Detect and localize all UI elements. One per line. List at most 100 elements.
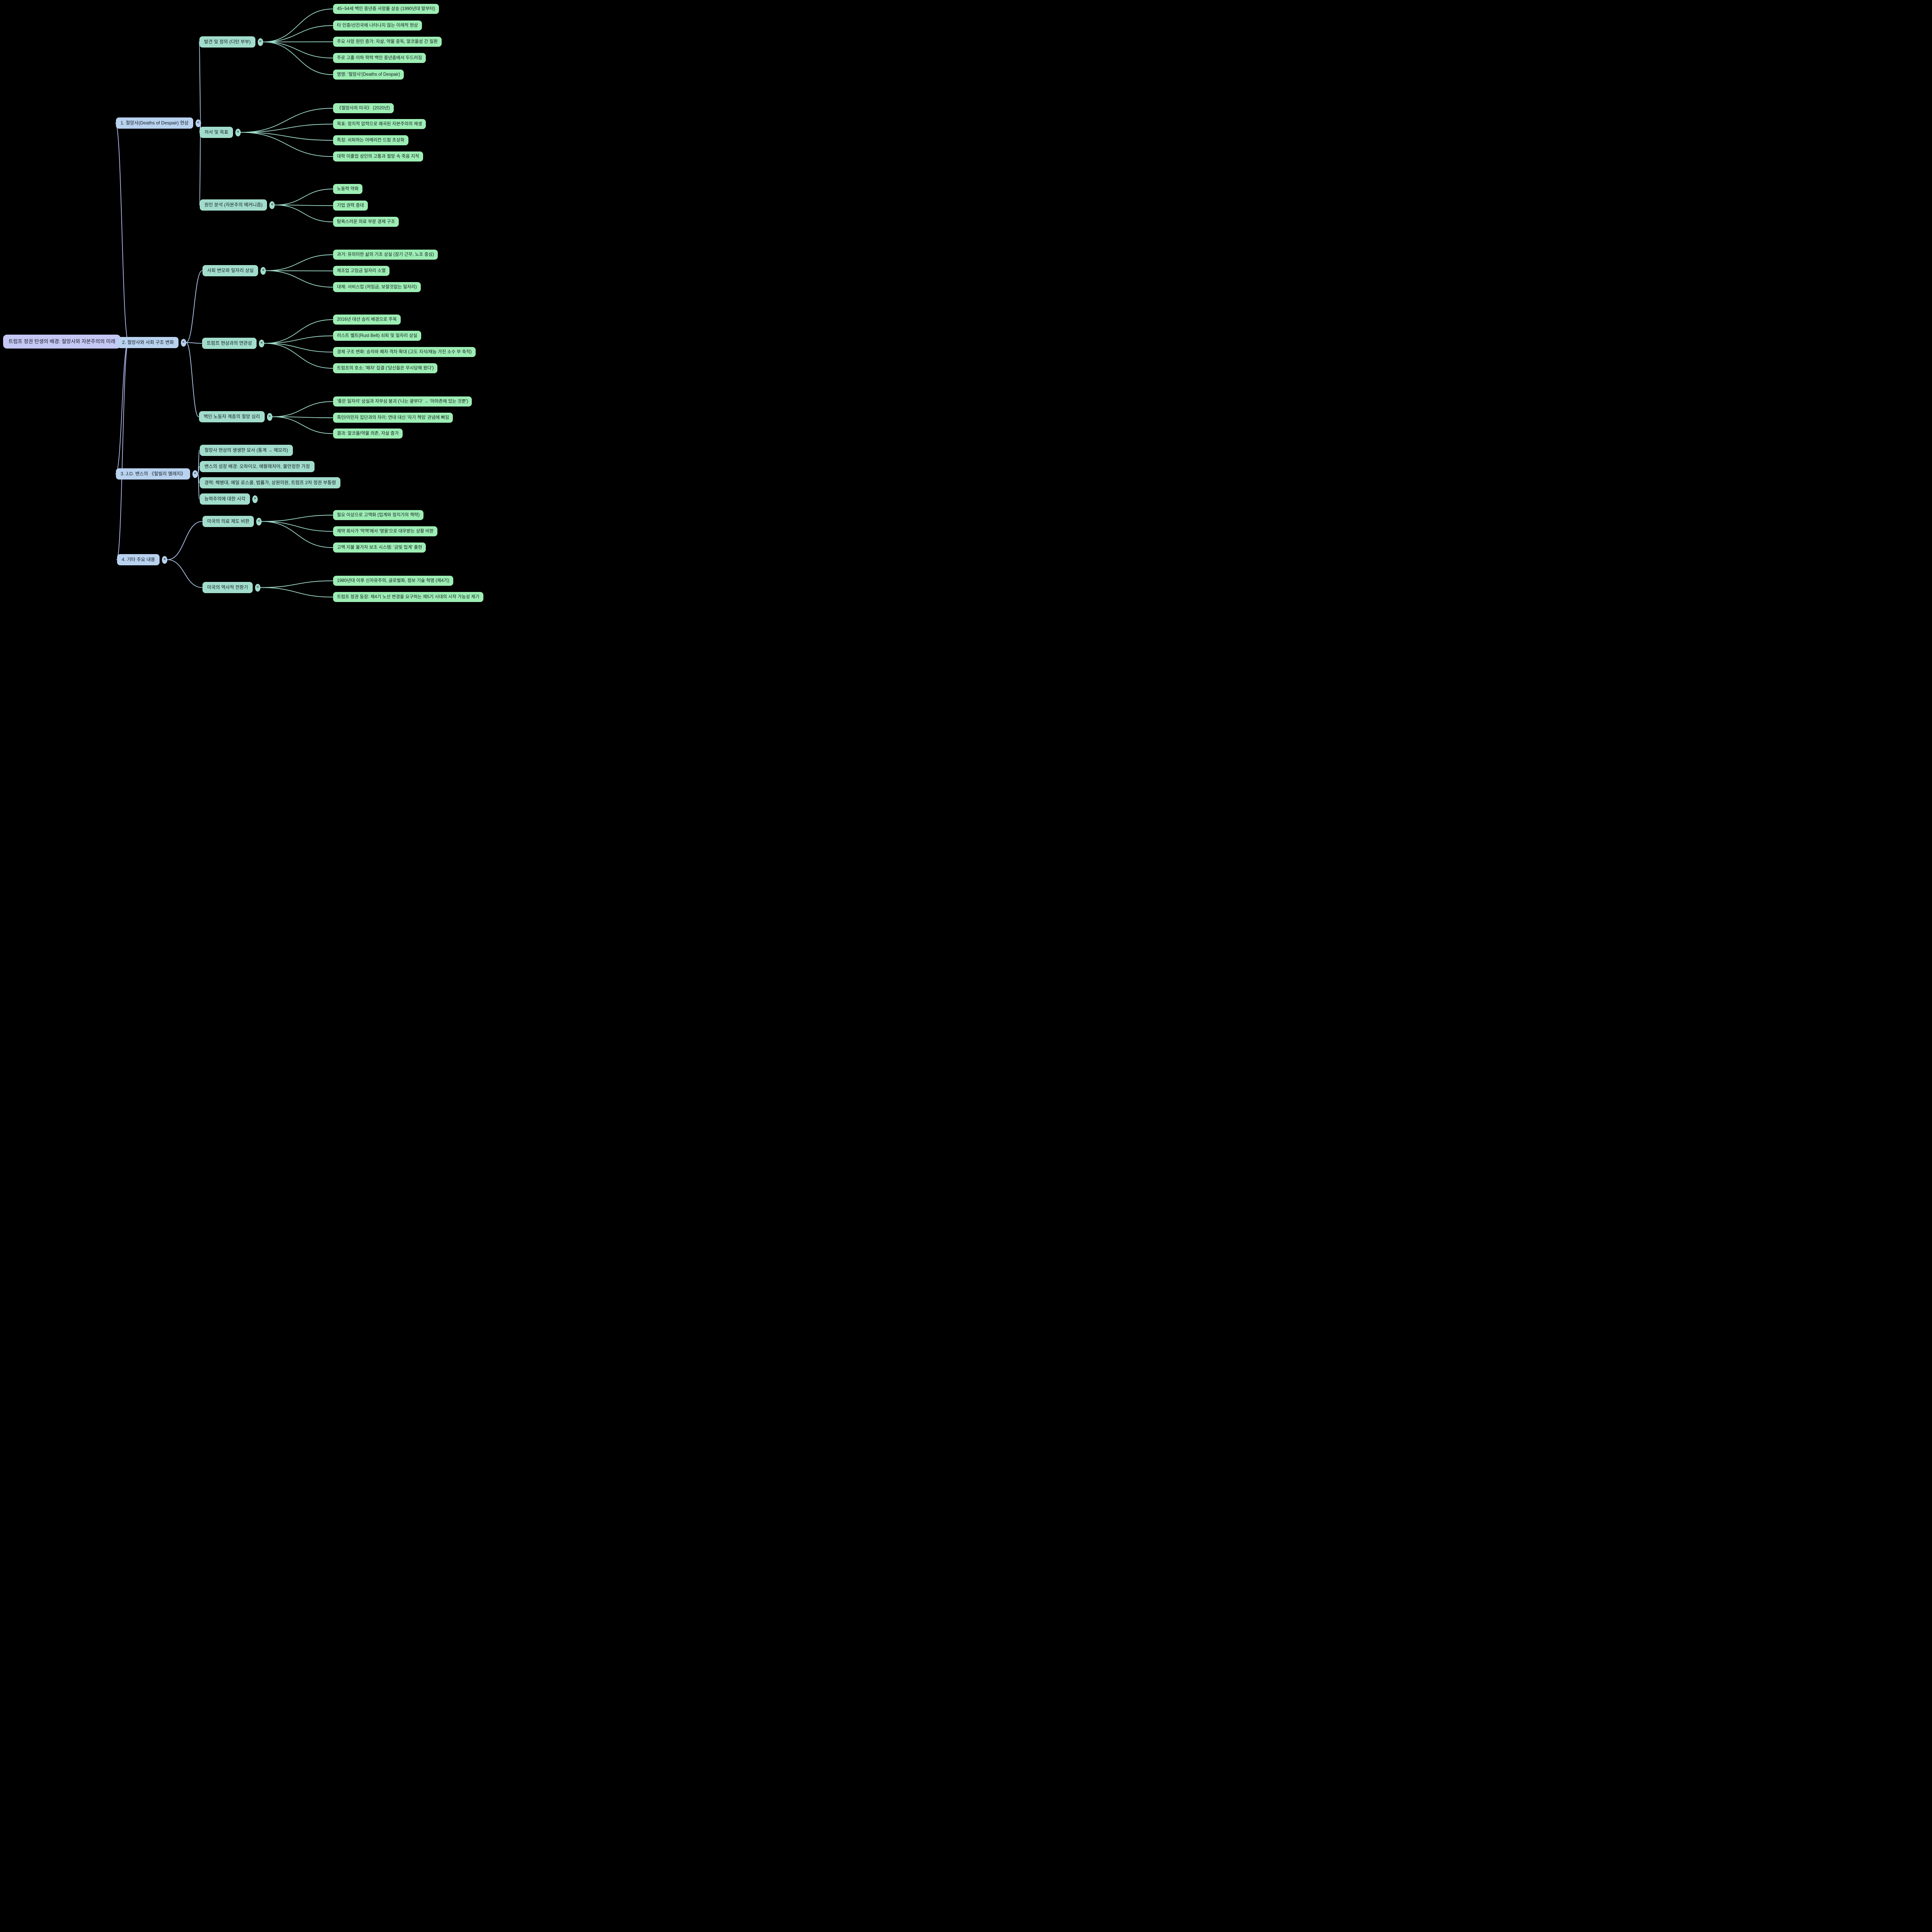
section-node[interactable]: 발견 및 정의 (디턴 부부) <	[199, 36, 263, 48]
branch-node[interactable]: 3. J.D. 밴스의 《힐빌리 엘레지》 <	[116, 468, 198, 480]
leaf-node[interactable]: 제약 회사가 '악역'에서 '영웅'으로 대우받는 상황 비판	[333, 526, 438, 537]
leaf-label: 경제 구조 변화: 승자와 패자 격차 확대 (고도 지식/재능 가진 소수 부…	[337, 350, 472, 354]
collapse-toggle[interactable]: <	[255, 583, 261, 592]
root-label: 트럼프 정권 탄생의 배경: 절망사와 자본주의의 미래	[9, 338, 116, 344]
leaf-node[interactable]: 흑인/이민자 집단과의 차이: 연대 대신 '자기 책임' 관념에 빠짐	[333, 413, 453, 423]
leaf-label: 45~54세 백인 중년층 사망률 상승 (1990년대 말부터)	[337, 7, 435, 11]
section-label: 저서 및 목표	[204, 129, 228, 135]
leaf-node[interactable]: 과거: 유의미한 삶의 기초 상실 (장기 근무, 노조 중심)	[333, 250, 438, 260]
section-node[interactable]: 사회 변모와 일자리 상실 <	[202, 265, 266, 276]
leaf-label: 목표: 정치적 압력으로 왜곡된 자본주의의 재생	[337, 122, 422, 126]
collapse-toggle[interactable]: <	[259, 339, 265, 347]
leaf-node[interactable]: 결과: 알코올/약물 의존, 자살 증가	[333, 429, 403, 439]
leaf-node[interactable]: 타 인종/선진국에 나타나지 않는 이례적 현상	[333, 20, 422, 31]
leaf-node[interactable]: 탐욕스러운 의료 부문 경제 구조	[333, 217, 399, 227]
edge	[264, 343, 333, 353]
leaf-node[interactable]: 2016년 대선 승리 배경으로 주목	[333, 315, 401, 325]
section-node[interactable]: 능력주의에 대한 시각 >	[200, 493, 258, 505]
branch-node[interactable]: 1. 절망사(Deaths of Despair) 현상 <	[116, 117, 201, 129]
leaf-node[interactable]: 러스트 벨트(Rust Belt) 쇠퇴 및 일자리 상실	[333, 331, 421, 341]
section-node[interactable]: 경력: 해병대, 예일 로스쿨, 법률가, 상원의원, 트럼프 2차 정권 부통…	[200, 477, 341, 488]
leaf-node[interactable]: 대체: 서비스업 (저임금, 보잘것없는 일자리)	[333, 282, 421, 293]
edge	[197, 473, 200, 500]
collapse-toggle[interactable]: <	[235, 128, 241, 136]
section-node[interactable]: 백인 노동자 계층의 절망 심리 <	[199, 411, 272, 422]
root-node[interactable]: 트럼프 정권 탄생의 배경: 절망사와 자본주의의 미래 <	[3, 335, 129, 349]
branch-label: 2. 절망사와 사회 구조 변화	[122, 340, 174, 345]
edge	[272, 401, 333, 417]
collapse-toggle[interactable]: <	[269, 201, 275, 209]
leaf-label: 제약 회사가 '악역'에서 '영웅'으로 대우받는 상황 비판	[337, 529, 434, 534]
leaf-node[interactable]: '좋은 일자리' 상실과 자부심 붕괴 ('나는 광부다' → '아마존에 있는…	[333, 396, 472, 407]
leaf-node[interactable]: 경제 구조 변화: 승자와 패자 격차 확대 (고도 지식/재능 가진 소수 부…	[333, 347, 476, 357]
edge	[272, 416, 333, 418]
leaf-node[interactable]: 주로 고졸 이하 학력 백인 중년층에서 두드러짐	[333, 53, 426, 63]
edge	[240, 124, 333, 133]
leaf-node[interactable]: 트럼프 정권 등장: 제4기 노선 변경을 요구하는 제5기 시대의 시작 가능…	[333, 592, 483, 602]
edge	[240, 132, 333, 157]
collapse-toggle[interactable]: <	[267, 413, 272, 421]
leaf-label: 대체: 서비스업 (저임금, 보잘것없는 일자리)	[337, 285, 417, 289]
collapse-toggle[interactable]: <	[180, 338, 186, 347]
section-node[interactable]: 미국의 역사적 전환기 <	[202, 582, 261, 593]
leaf-node[interactable]: 제조업 고임금 일자리 소멸	[333, 266, 389, 276]
edge	[261, 515, 333, 522]
section-label: 원인 분석 (자본주의 메커니즘)	[204, 202, 263, 207]
collapse-toggle[interactable]: <	[257, 38, 263, 46]
leaf-label: 주요 사망 원인 증가: 자살, 약물 중독, 알코올성 간 질환	[337, 39, 438, 44]
leaf-node[interactable]: 45~54세 백인 중년층 사망률 상승 (1990년대 말부터)	[333, 4, 439, 14]
section-label: 미국의 의료 제도 비판	[207, 519, 250, 524]
edge	[264, 343, 333, 369]
collapse-toggle[interactable]: <	[256, 517, 262, 526]
leaf-label: 기업 권력 증대	[337, 203, 364, 208]
leaf-node[interactable]: 목표: 정치적 압력으로 왜곡된 자본주의의 재생	[333, 119, 426, 129]
leaf-label: 대학 미졸업 성인의 고통과 절망 속 죽음 지적	[337, 154, 419, 159]
leaf-label: 《절망사의 미국》 (2020년)	[337, 106, 390, 111]
leaf-label: 결과: 알코올/약물 의존, 자살 증가	[337, 431, 399, 436]
leaf-label: 제조업 고임금 일자리 소멸	[337, 269, 386, 273]
branch-node[interactable]: 4. 기타 주요 내용 <	[117, 554, 168, 565]
collapse-toggle[interactable]: <	[162, 556, 168, 564]
section-label: 트럼프 현상과의 연관성	[207, 340, 252, 346]
section-node[interactable]: 트럼프 현상과의 연관성 <	[202, 338, 265, 349]
edge	[262, 41, 333, 59]
edge	[264, 335, 333, 344]
leaf-label: 1980년대 이후 신자유주의, 글로벌화, 정보 기술 혁명 (제4기)	[337, 578, 449, 583]
leaf-node[interactable]: 특징: 쇠퇴하는 아메리칸 드림 초상화	[333, 135, 408, 146]
edge	[264, 319, 333, 344]
edge	[199, 41, 201, 124]
edge	[240, 108, 333, 133]
section-label: 경력: 해병대, 예일 로스쿨, 법률가, 상원의원, 트럼프 2차 정권 부통…	[204, 480, 336, 485]
section-label: 미국의 역사적 전환기	[207, 585, 248, 590]
edge	[260, 587, 333, 598]
leaf-node[interactable]: 노동력 약화	[333, 184, 363, 194]
section-node[interactable]: 원인 분석 (자본주의 메커니즘) <	[200, 199, 275, 211]
mindmap-edges	[115, 9, 333, 598]
edge	[185, 342, 199, 417]
section-node[interactable]: 저서 및 목표 <	[200, 127, 241, 138]
leaf-node[interactable]: 1980년대 이후 신자유주의, 글로벌화, 정보 기술 혁명 (제4기)	[333, 576, 453, 586]
section-node[interactable]: 절망사 현상의 생생한 묘사 (통계 → 메모리)	[200, 445, 293, 456]
leaf-node[interactable]: 필요 이상으로 고액화 (업계와 정치가의 책략)	[333, 510, 424, 520]
edge	[185, 342, 202, 344]
collapse-toggle[interactable]: <	[195, 119, 201, 127]
leaf-label: 노동력 약화	[337, 187, 359, 191]
leaf-node[interactable]: 대학 미졸업 성인의 고통과 절망 속 죽음 지적	[333, 151, 423, 162]
leaf-label: 고액 지불 불가자 보조 시스템: '금빛 업계' 출현	[337, 545, 422, 550]
collapse-toggle[interactable]: <	[192, 470, 198, 478]
leaf-node[interactable]: 주요 사망 원인 증가: 자살, 약물 중독, 알코올성 간 질환	[333, 37, 442, 47]
leaf-node[interactable]: 고액 지불 불가자 보조 시스템: '금빛 업계' 출현	[333, 543, 426, 553]
leaf-node[interactable]: 명명: '절망사'(Deaths of Despair)	[333, 70, 404, 80]
leaf-label: 필요 이상으로 고액화 (업계와 정치가의 책략)	[337, 513, 420, 517]
leaf-node[interactable]: 기업 권력 증대	[333, 201, 368, 211]
section-node[interactable]: 밴스의 성장 배경: 오하이오, 애팔래치아, 불안정한 가정	[200, 461, 315, 472]
leaf-node[interactable]: 《절망사의 미국》 (2020년)	[333, 103, 394, 114]
collapse-toggle[interactable]: <	[260, 267, 266, 275]
branch-node[interactable]: 2. 절망사와 사회 구조 변화 <	[117, 337, 186, 348]
expand-toggle[interactable]: >	[252, 495, 258, 503]
leaf-label: 트럼프 정권 등장: 제4기 노선 변경을 요구하는 제5기 시대의 시작 가능…	[337, 595, 480, 599]
section-node[interactable]: 미국의 의료 제도 비판 <	[202, 516, 262, 527]
edge	[265, 270, 333, 288]
leaf-node[interactable]: 트럼프의 호소: '패자' 집결 ('당신들은 무시당해 왔다')	[333, 363, 438, 374]
leaf-label: 특징: 쇠퇴하는 아메리칸 드림 초상화	[337, 138, 405, 143]
